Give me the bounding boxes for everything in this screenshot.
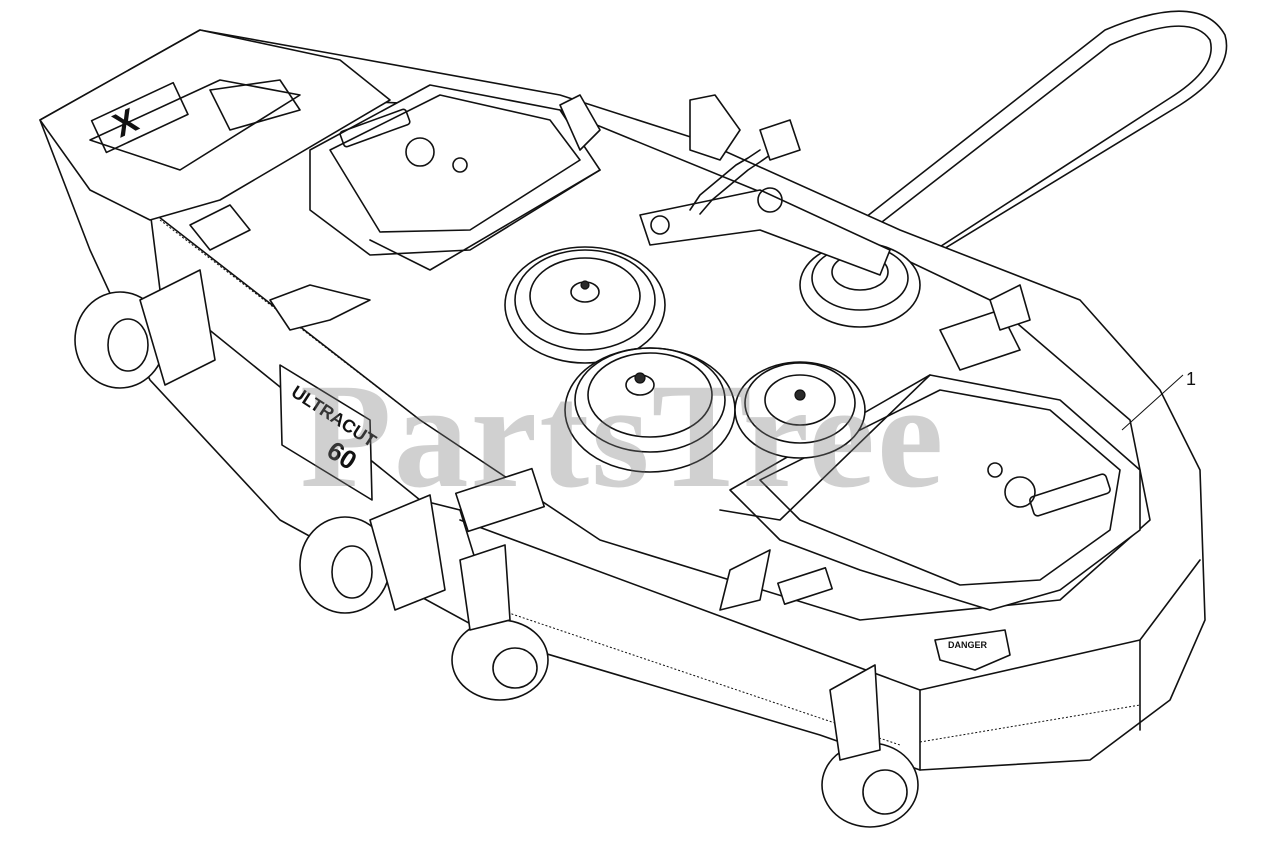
mounting-brackets	[270, 95, 1030, 610]
warning-decals: DANGER	[190, 205, 1010, 670]
spindle-pulley-left	[505, 247, 665, 363]
callout-leader-1	[1122, 375, 1183, 430]
gauge-wheel-front-center	[452, 545, 548, 700]
spindle-pulley-right	[735, 362, 865, 458]
drive-belt	[760, 11, 1227, 305]
warning-label-text: DANGER	[948, 640, 988, 650]
left-spindle-cover	[40, 30, 390, 220]
center-hood	[310, 85, 600, 270]
gauge-wheel-front-left	[300, 495, 445, 613]
idler-arm-assembly	[640, 120, 890, 275]
gauge-wheel-front-right	[822, 665, 918, 827]
callout-number-1: 1	[1186, 369, 1197, 389]
center-idler-pulley	[565, 348, 735, 472]
gauge-wheel-rear-left	[75, 270, 215, 388]
